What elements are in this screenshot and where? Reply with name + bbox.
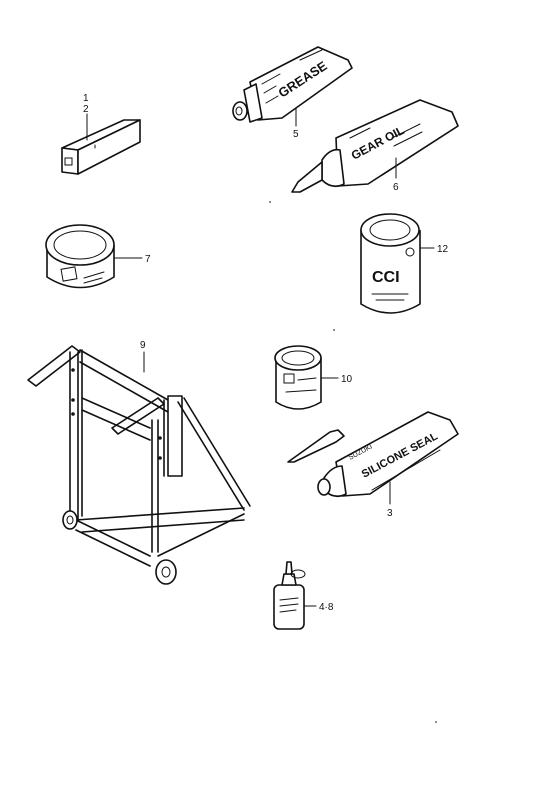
callout-label-9: 9 xyxy=(140,340,146,351)
callout-12: 12 xyxy=(419,244,449,255)
part-oil-can: CCI xyxy=(360,213,421,314)
callout-3: 3 xyxy=(387,481,393,519)
part-block xyxy=(61,119,141,175)
part-small-tin xyxy=(274,345,322,410)
callout-label-3: 3 xyxy=(387,508,393,519)
callout-5: 5 xyxy=(293,107,299,140)
callout-4-8: 4·8 xyxy=(303,602,334,613)
callout-label-6: 6 xyxy=(393,182,399,193)
callout-label-7: 7 xyxy=(145,254,151,265)
callout-label-2: 2 xyxy=(83,104,89,115)
part-small-bottle xyxy=(273,561,306,630)
print-specks xyxy=(269,201,437,723)
callout-7: 7 xyxy=(113,254,151,265)
callout-10: 10 xyxy=(320,374,353,385)
part-grease-tube: GREASE xyxy=(232,46,353,123)
callout-label-4-8: 4·8 xyxy=(319,602,334,613)
callout-label-12: 12 xyxy=(437,244,449,255)
callout-label-10: 10 xyxy=(341,374,353,385)
callout-6: 6 xyxy=(393,157,399,193)
callout-label-1: 1 xyxy=(83,93,89,104)
callout-label-5: 5 xyxy=(293,129,299,140)
part-silicone-tube: SILICONE SEAL SUZUKI xyxy=(287,411,459,498)
callout-9: 9 xyxy=(140,340,146,373)
can-logo: CCI xyxy=(372,269,400,286)
part-engine-stand xyxy=(27,345,251,585)
part-gear-oil-tube: GEAR OIL xyxy=(291,99,459,193)
callout-1-2: 1 2 xyxy=(83,93,89,141)
part-flat-tin xyxy=(45,224,115,289)
